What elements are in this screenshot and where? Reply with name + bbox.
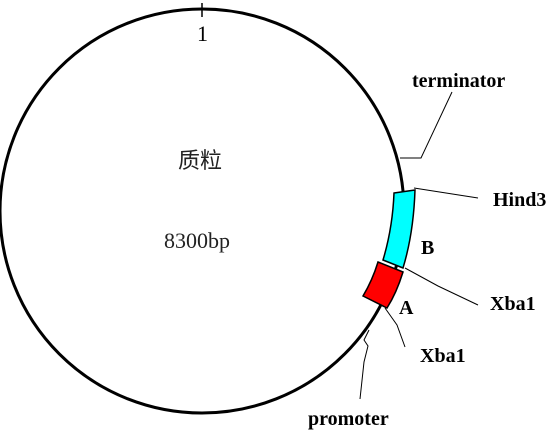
xba1-upper-label: Xba1 (490, 293, 536, 315)
promoter-leader (359, 329, 370, 400)
promoter-label: promoter (308, 408, 389, 430)
plasmid-circle (0, 7, 406, 415)
segment-b (382, 189, 416, 269)
hind3-label: Hind3 (493, 189, 546, 211)
terminator-leader (400, 91, 453, 159)
plasmid-size: 8300bp (164, 228, 230, 253)
terminator-label: terminator (412, 70, 505, 92)
origin-label: 1 (197, 21, 208, 46)
segment-b-label: B (421, 237, 434, 259)
segment-a (361, 261, 404, 309)
xba1-lower-label: Xba1 (420, 345, 466, 367)
hind3-leader (413, 187, 479, 199)
xba1-upper-leader (404, 267, 479, 306)
xba1-lower-leader (384, 307, 406, 348)
plasmid-name: 质粒 (178, 149, 222, 174)
segment-a-label: A (399, 297, 414, 319)
